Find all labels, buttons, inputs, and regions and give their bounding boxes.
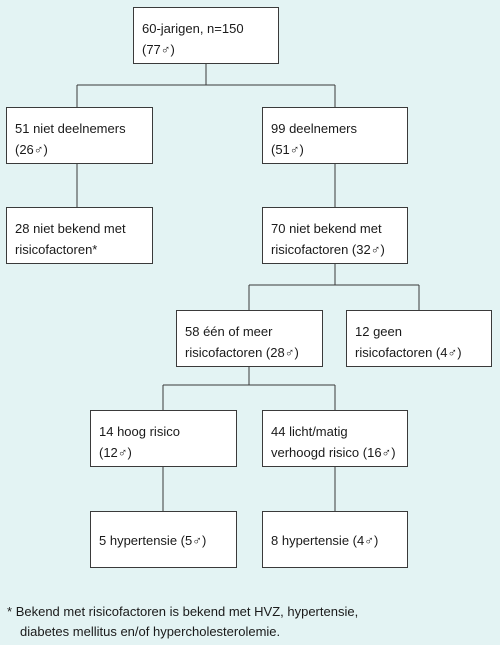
box-moderate-risk: 44 licht/matig verhoogd risico (16♂) (262, 410, 408, 467)
box-non-participants-line2: (26♂) (15, 142, 48, 157)
box-participants: 99 deelnemers (51♂) (262, 107, 408, 164)
box-non-participants-unknown-line2: risicofactoren* (15, 242, 98, 257)
box-root: 60-jarigen, n=150 (77♂) (133, 7, 279, 64)
box-one-or-more: 58 één of meer risicofactoren (28♂) (176, 310, 323, 367)
box-non-participants-unknown: 28 niet bekend met risicofactoren* (6, 207, 153, 264)
box-moderate-risk-hypertension-label: 8 hypertensie (4♂) (271, 533, 379, 548)
box-moderate-risk-line1: 44 licht/matig (271, 424, 348, 439)
box-non-participants: 51 niet deelnemers (26♂) (6, 107, 153, 164)
box-no-risk: 12 geen risicofactoren (4♂) (346, 310, 492, 367)
box-high-risk-line1: 14 hoog risico (99, 424, 180, 439)
box-high-risk-hypertension-label: 5 hypertensie (5♂) (99, 533, 207, 548)
box-one-or-more-line1: 58 één of meer (185, 324, 273, 339)
box-participants-unknown-line2: risicofactoren (32♂) (271, 242, 385, 257)
box-root-line2: (77♂) (142, 42, 175, 57)
box-high-risk-line2: (12♂) (99, 445, 132, 460)
box-non-participants-unknown-line1: 28 niet bekend met (15, 221, 126, 236)
footnote: * Bekend met risicofactoren is bekend me… (7, 602, 493, 642)
box-high-risk: 14 hoog risico (12♂) (90, 410, 237, 467)
box-participants-line1: 99 deelnemers (271, 121, 357, 136)
box-high-risk-hypertension: 5 hypertensie (5♂) (90, 511, 237, 568)
box-participants-line2: (51♂) (271, 142, 304, 157)
footnote-line2: diabetes mellitus en/of hypercholesterol… (20, 624, 281, 639)
footnote-text-1: Bekend met risicofactoren is bekend met … (15, 604, 359, 619)
box-moderate-risk-line2: verhoogd risico (16♂) (271, 445, 396, 460)
box-participants-unknown: 70 niet bekend met risicofactoren (32♂) (262, 207, 408, 264)
box-non-participants-line1: 51 niet deelnemers (15, 121, 126, 136)
box-moderate-risk-hypertension: 8 hypertensie (4♂) (262, 511, 408, 568)
box-no-risk-line1: 12 geen (355, 324, 402, 339)
box-no-risk-line2: risicofactoren (4♂) (355, 345, 462, 360)
footnote-marker: * (7, 604, 13, 619)
box-participants-unknown-line1: 70 niet bekend met (271, 221, 382, 236)
box-one-or-more-line2: risicofactoren (28♂) (185, 345, 299, 360)
footnote-line1: * Bekend met risicofactoren is bekend me… (7, 602, 493, 622)
box-root-line1: 60-jarigen, n=150 (142, 21, 244, 36)
